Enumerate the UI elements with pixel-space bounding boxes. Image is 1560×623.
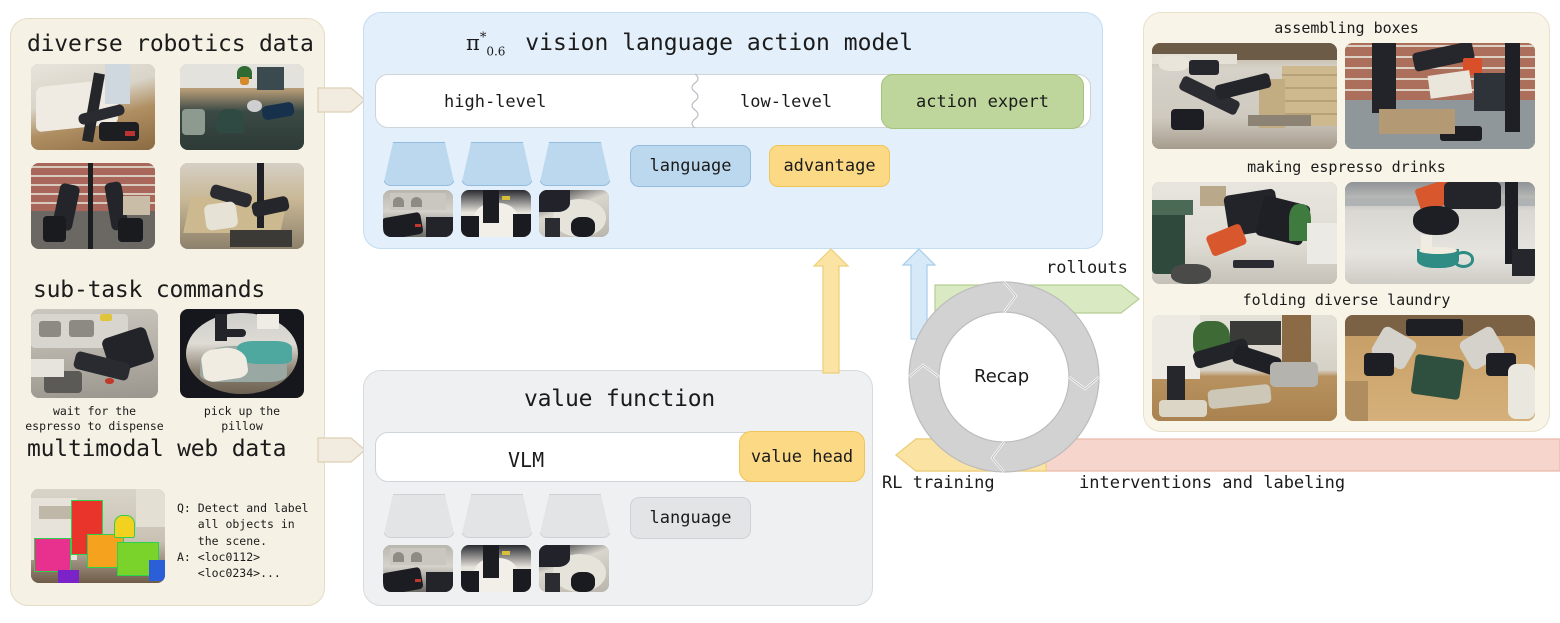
photo-fisheye-bedroom-pillow [180,309,304,398]
vla-chip-language[interactable]: language [630,145,751,187]
photo-bedroom-robot-arm [31,64,155,150]
photo-table-robot-arm [180,64,304,150]
photo-espresso-machine-arm [31,309,158,398]
vla-title-text: vision language action model [525,30,913,56]
pi-symbol: π [466,31,480,55]
thumb-wrist-cam-overhead-vla [539,190,609,237]
recap-label: Recap [974,366,1030,387]
photo-brick-wall-box-fold [1345,43,1535,149]
value-chip-language[interactable]: language [630,497,751,539]
vla-token-2 [539,142,611,186]
label-vlm: VLM [508,448,545,472]
value-token-1 [461,494,533,538]
vla-panel-title: π*0.6 vision language action model [466,30,913,59]
photo-pouring-milk-cup [1345,182,1535,284]
value-function-title: value function [524,386,716,412]
label-high-level: high-level [444,92,547,112]
backbone-divider-zigzag [687,73,703,129]
section-title-sub-task-commands: sub-task commands [33,277,266,303]
photo-living-room-laundry [1152,315,1337,421]
thumb-wrist-cam-overhead-value [539,545,609,592]
web-data-qa-text: Q: Detect and label all objects in the s… [177,501,309,581]
value-head-block[interactable]: value head [739,431,865,482]
photo-brick-wall-dual-arm [31,163,155,249]
section-title-diverse-robotics-data: diverse robotics data [27,31,314,57]
arrow-advantage-up [812,248,850,374]
flow-label-rollouts: rollouts [1046,258,1128,278]
flow-label-rl-training: RL training [882,473,995,493]
flow-label-interventions: interventions and labeling [1079,473,1346,493]
value-token-0 [383,494,455,538]
pi-superscript: * [479,30,487,46]
thumb-wrist-cam-espresso-vla [383,190,453,237]
action-expert-block[interactable]: action expert [881,74,1084,129]
photo-segmented-living-room [31,489,165,583]
thumb-wrist-cam-cloth-value [461,545,531,592]
section-title-multimodal-web-data: multimodal web data [27,436,287,462]
photo-box-packing-arm [180,163,304,249]
vla-token-1 [461,142,533,186]
caption-subtask-2: pick up the pillow [203,404,281,433]
vla-chip-advantage[interactable]: advantage [769,145,890,187]
photo-warehouse-box-arm [1152,43,1337,149]
arrow-data-to-value [317,428,366,472]
right-row-title-making-espresso-drinks: making espresso drinks [1247,158,1446,176]
arrow-data-to-vla [317,78,366,122]
photo-overhead-folding-shirt [1345,315,1535,421]
thumb-wrist-cam-espresso-value [383,545,453,592]
recap-cycle-ring [903,276,1105,478]
right-row-title-assembling-boxes: assembling boxes [1274,19,1419,37]
value-token-2 [539,494,611,538]
thumb-wrist-cam-cloth-vla [461,190,531,237]
right-row-title-folding-diverse-laundry: folding diverse laundry [1242,291,1451,309]
pi-subscript: 0.6 [486,44,506,59]
caption-subtask-1: wait for the espresso to dispense [25,404,164,433]
photo-cafe-espresso-arms [1152,182,1337,284]
label-low-level: low-level [740,92,833,112]
vla-token-0 [383,142,455,186]
